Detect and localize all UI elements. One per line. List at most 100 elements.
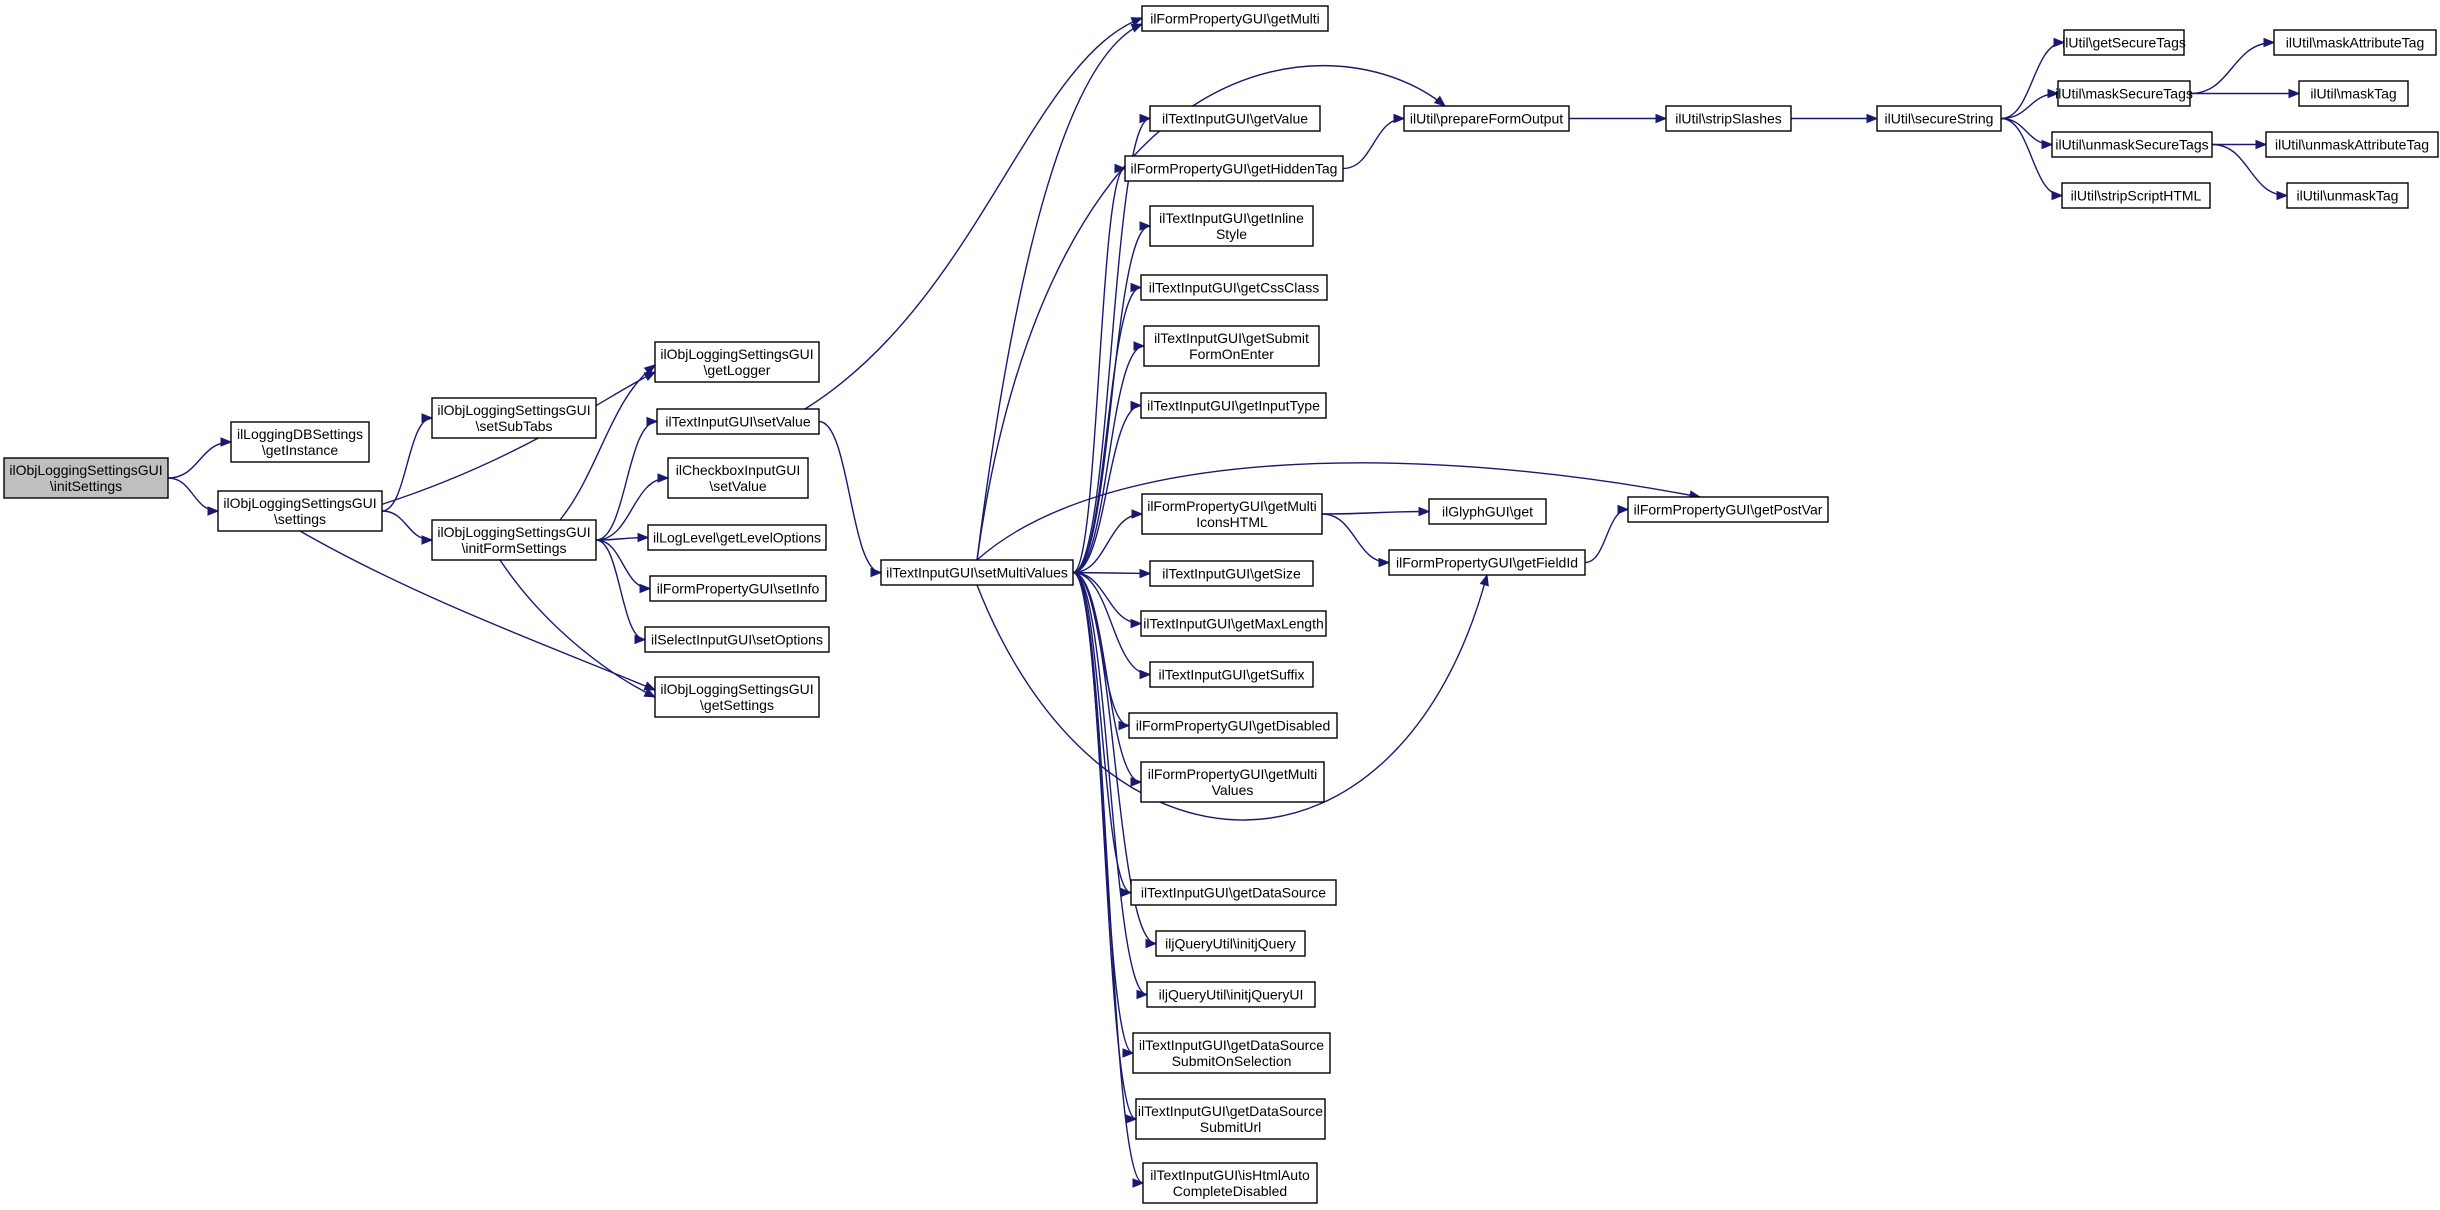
node-label: \getLogger bbox=[704, 362, 771, 378]
node-label: FormOnEnter bbox=[1189, 346, 1274, 362]
arrowhead bbox=[1479, 573, 1489, 587]
node-n24[interactable]: ilFormPropertyGUI\getDisabled bbox=[1128, 712, 1338, 739]
edge-n12-n23 bbox=[1072, 571, 1152, 680]
node-n39[interactable]: ilUtil\maskSecureTags bbox=[2055, 80, 2193, 107]
edge-line bbox=[1342, 117, 1405, 170]
node-box bbox=[431, 397, 597, 439]
node-n6[interactable]: ilObjLoggingSettingsGUI\getSettings bbox=[654, 676, 820, 718]
edge-n12-n20 bbox=[1072, 509, 1144, 574]
node-label: ilFormPropertyGUI\getPostVar bbox=[1634, 502, 1823, 518]
node-box bbox=[1132, 1032, 1331, 1074]
node-n7[interactable]: ilTextInputGUI\setValue bbox=[656, 408, 820, 435]
node-box bbox=[217, 490, 383, 532]
edge-n12-n30 bbox=[1072, 571, 1138, 1124]
node-n23[interactable]: ilTextInputGUI\getSuffix bbox=[1149, 661, 1314, 688]
node-n0[interactable]: ilObjLoggingSettingsGUI\initSettings bbox=[3, 457, 169, 499]
edge-n40-n45 bbox=[2211, 143, 2289, 201]
node-label: SubmitUrl bbox=[1200, 1119, 1261, 1135]
node-box bbox=[1128, 712, 1338, 739]
node-n21[interactable]: ilTextInputGUI\getSize bbox=[1149, 560, 1314, 587]
node-n22[interactable]: ilTextInputGUI\getMaxLength bbox=[1140, 610, 1327, 637]
node-n28[interactable]: iljQueryUtil\initjQueryUI bbox=[1146, 981, 1316, 1008]
edge-line bbox=[595, 539, 646, 641]
node-box bbox=[654, 676, 820, 718]
node-label: \settings bbox=[274, 511, 326, 527]
node-n29[interactable]: ilTextInputGUI\getDataSourceSubmitOnSele… bbox=[1132, 1032, 1331, 1074]
node-n45[interactable]: ilUtil\unmaskTag bbox=[2286, 182, 2409, 209]
node-label: ilUtil\prepareFormOutput bbox=[1410, 111, 1563, 127]
node-box bbox=[1149, 560, 1314, 587]
node-label: ilCheckboxInputGUI bbox=[676, 462, 801, 478]
node-label: ilSelectInputGUI\setOptions bbox=[651, 632, 823, 648]
node-n9[interactable]: ilLogLevel\getLevelOptions bbox=[647, 524, 827, 551]
node-n37[interactable]: ilUtil\secureString bbox=[1876, 105, 2002, 132]
arrowhead bbox=[643, 681, 657, 691]
node-n26[interactable]: ilTextInputGUI\getDataSource bbox=[1130, 879, 1337, 906]
node-n13[interactable]: ilFormPropertyGUI\getMulti bbox=[1141, 5, 1329, 32]
edge-line bbox=[1072, 225, 1151, 574]
node-label: ilFormPropertyGUI\getMulti bbox=[1148, 766, 1318, 782]
node-label: ilUtil\unmaskSecureTags bbox=[2055, 137, 2208, 153]
edge-n12-n28 bbox=[1072, 571, 1149, 1000]
node-box bbox=[431, 519, 597, 561]
edge-line bbox=[1072, 571, 1137, 1120]
edge-n12-n19 bbox=[1072, 400, 1143, 574]
node-box bbox=[1142, 1162, 1318, 1204]
edge-n4-n10 bbox=[595, 539, 652, 594]
node-n27[interactable]: iljQueryUtil\initjQuery bbox=[1155, 930, 1306, 957]
node-n3[interactable]: ilObjLoggingSettingsGUI\setSubTabs bbox=[431, 397, 597, 439]
node-n15[interactable]: ilFormPropertyGUI\getHiddenTag bbox=[1124, 155, 1344, 182]
node-n8[interactable]: ilCheckboxInputGUI\setValue bbox=[667, 457, 809, 499]
node-n19[interactable]: ilTextInputGUI\getInputType bbox=[1140, 392, 1327, 419]
node-n40[interactable]: ilUtil\unmaskSecureTags bbox=[2051, 131, 2213, 158]
node-n33[interactable]: ilGlyphGUI\get bbox=[1428, 498, 1547, 525]
node-box bbox=[3, 457, 169, 499]
node-n12[interactable]: ilTextInputGUI\setMultiValues bbox=[880, 559, 1074, 586]
edge-n7-n13 bbox=[804, 17, 1144, 410]
edge-line bbox=[818, 420, 882, 574]
node-n1[interactable]: ilLoggingDBSettings\getInstance bbox=[230, 421, 370, 463]
arrowhead bbox=[2288, 88, 2301, 99]
node-n43[interactable]: ilUtil\maskTag bbox=[2298, 80, 2409, 107]
node-label: \setValue bbox=[709, 478, 767, 494]
node-n10[interactable]: ilFormPropertyGUI\setInfo bbox=[649, 575, 827, 602]
node-n34[interactable]: ilFormPropertyGUI\getFieldId bbox=[1388, 549, 1586, 576]
node-box bbox=[230, 421, 370, 463]
node-box bbox=[656, 408, 820, 435]
edge-n4-n11 bbox=[595, 539, 647, 645]
node-n14[interactable]: ilTextInputGUI\getValue bbox=[1149, 105, 1321, 132]
node-box bbox=[1140, 392, 1327, 419]
arrowhead bbox=[1118, 720, 1131, 731]
arrowhead bbox=[1130, 17, 1144, 27]
node-label: Style bbox=[1216, 226, 1247, 242]
node-label: IconsHTML bbox=[1196, 514, 1268, 530]
node-n32[interactable]: ilUtil\prepareFormOutput bbox=[1403, 105, 1570, 132]
arrowhead bbox=[2053, 37, 2066, 48]
arrowhead bbox=[870, 567, 883, 578]
node-n35[interactable]: ilFormPropertyGUI\getPostVar bbox=[1627, 496, 1829, 523]
node-n41[interactable]: ilUtil\stripScriptHTML bbox=[2061, 182, 2211, 209]
node-label: ilTextInputGUI\getMaxLength bbox=[1143, 616, 1324, 632]
node-n31[interactable]: ilTextInputGUI\isHtmlAutoCompleteDisable… bbox=[1142, 1162, 1318, 1204]
arrowhead bbox=[1136, 989, 1149, 1000]
node-n42[interactable]: ilUtil\maskAttributeTag bbox=[2273, 29, 2437, 56]
node-n5[interactable]: ilObjLoggingSettingsGUI\getLogger bbox=[654, 341, 820, 383]
edge-line bbox=[1072, 571, 1157, 945]
node-n2[interactable]: ilObjLoggingSettingsGUI\settings bbox=[217, 490, 383, 532]
node-n17[interactable]: ilTextInputGUI\getCssClass bbox=[1140, 274, 1328, 301]
node-n4[interactable]: ilObjLoggingSettingsGUI\initFormSettings bbox=[431, 519, 597, 561]
edge-line bbox=[1072, 286, 1142, 574]
node-n11[interactable]: ilSelectInputGUI\setOptions bbox=[644, 626, 830, 653]
node-label: \getInstance bbox=[262, 442, 338, 458]
node-n36[interactable]: ilUtil\stripSlashes bbox=[1665, 105, 1792, 132]
edge-line bbox=[976, 462, 1701, 561]
node-n38[interactable]: ilUtil\getSecureTags bbox=[2062, 29, 2186, 56]
node-n44[interactable]: ilUtil\unmaskAttributeTag bbox=[2265, 131, 2439, 158]
edge-line bbox=[976, 23, 1143, 561]
